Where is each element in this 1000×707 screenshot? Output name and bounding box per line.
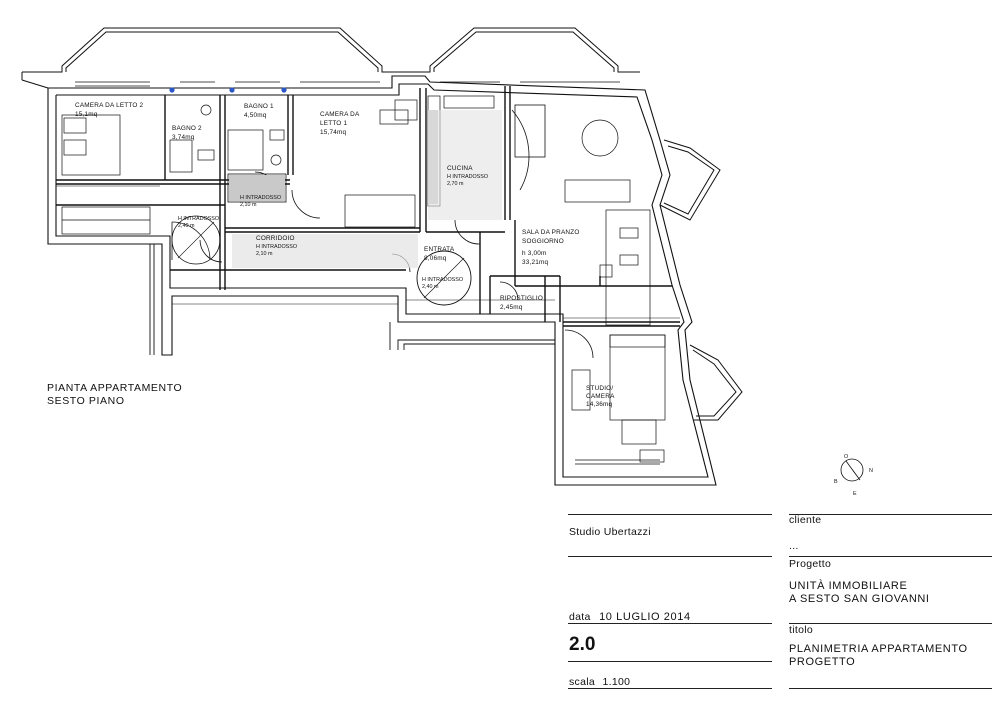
- rule: [568, 623, 772, 624]
- north-compass: O N B E: [834, 454, 873, 497]
- disimpegno-b-hval: 2,10 m: [240, 202, 257, 208]
- room-camera-letto-2-area: 15,1mq: [75, 111, 98, 118]
- compass-letter-b: B: [834, 479, 838, 485]
- entry-turning-circle: [416, 250, 472, 306]
- room-ripostiglio-area: 2,45mq: [500, 304, 523, 311]
- room-corridoio-name: CORRIDOIO: [256, 235, 295, 242]
- room-cucina-hval: 2,70 m: [447, 181, 464, 187]
- room-labels: CAMERA DA LETTO 2 15,1mq BAGNO 2 3,74mq …: [75, 102, 615, 408]
- rule: [789, 623, 992, 624]
- date-label: data: [569, 611, 591, 623]
- title-line-1: PLANIMETRIA APPARTAMENTO: [789, 643, 968, 655]
- room-camera-letto-1-name-l1: CAMERA DA: [320, 111, 360, 118]
- client-value: ...: [789, 540, 799, 552]
- room-soggiorno-name-l2: SOGGIORNO: [522, 238, 564, 245]
- room-cucina-h: H INTRADOSSO: [447, 174, 488, 180]
- rule: [568, 688, 772, 689]
- title-line-2: PROGETTO: [789, 656, 856, 668]
- room-entrata-h: H INTRADOSSO: [422, 277, 463, 283]
- bay-windows: [659, 139, 743, 421]
- floor-tiling: [232, 110, 502, 268]
- project-line-1: UNITÀ IMMOBILIARE: [789, 580, 908, 592]
- room-ripostiglio-name: RIPOSTIGLIO: [500, 295, 543, 302]
- room-bagno-2-name: BAGNO 2: [172, 125, 202, 132]
- room-camera-letto-1-name-l2: LETTO 1: [320, 120, 347, 127]
- dimension-lines: [56, 185, 680, 319]
- room-camera-letto-1-area: 15,74mq: [320, 129, 347, 136]
- room-soggiorno-area: 33,21mq: [522, 259, 549, 266]
- room-camera-letto-2-name: CAMERA DA LETTO 2: [75, 102, 144, 109]
- rule: [568, 556, 772, 557]
- rule: [789, 556, 992, 557]
- scale-label: scala: [569, 676, 596, 688]
- room-entrata-area: 8,06mq: [424, 255, 447, 262]
- roof-outline: [21, 27, 640, 89]
- room-corridoio-h: H INTRADOSSO: [256, 244, 297, 250]
- room-bagno-2-area: 3,74mq: [172, 134, 195, 141]
- room-studio-name-l2: CAMERA: [586, 393, 615, 400]
- rule: [568, 514, 772, 515]
- scale-value: 1.100: [602, 676, 631, 688]
- room-entrata-hval: 2,40 m: [422, 284, 439, 290]
- disimpegno-a-hval: 2,40 m: [178, 223, 195, 229]
- rule: [568, 661, 772, 662]
- caption-line-2: SESTO PIANO: [47, 395, 125, 407]
- room-cucina-name: CUCINA: [447, 165, 473, 172]
- room-studio-name-l1: STUDIO/: [586, 385, 613, 392]
- date-row: data 10 LUGLIO 2014: [569, 607, 691, 625]
- drain-markers: [169, 87, 287, 93]
- date-value: 10 LUGLIO 2014: [599, 611, 691, 623]
- caption-line-1: PIANTA APPARTAMENTO: [47, 382, 183, 394]
- revision-number: 2.0: [569, 634, 596, 655]
- disimpegno-b-h: H INTRADOSSO: [240, 195, 281, 201]
- furniture: [61, 95, 666, 463]
- exterior-walls: [47, 75, 717, 486]
- rule: [789, 688, 992, 689]
- studio-name: Studio Ubertazzi: [569, 526, 651, 538]
- scale-row: scala 1.100: [569, 672, 630, 690]
- room-soggiorno-name-l1: SALA DA PRANZO: [522, 229, 580, 236]
- room-bagno-1-name: BAGNO 1: [244, 103, 274, 110]
- corridor-turning-circle: [171, 215, 221, 265]
- room-entrata-name: ENTRATA: [424, 246, 455, 253]
- room-studio-area: 14,36mq: [586, 401, 613, 408]
- stair-ramp: [149, 244, 555, 355]
- client-label: cliente: [789, 514, 822, 526]
- project-line-2: A SESTO SAN GIOVANNI: [789, 593, 930, 605]
- compass-letter-e: E: [853, 491, 857, 497]
- project-label: Progetto: [789, 558, 832, 570]
- title-label: titolo: [789, 624, 813, 636]
- facade-windows: [75, 81, 660, 465]
- room-bagno-1-area: 4,50mq: [244, 112, 267, 119]
- room-soggiorno-h: h 3,00m: [522, 250, 547, 257]
- plan-caption: PIANTA APPARTAMENTO SESTO PIANO: [47, 382, 182, 408]
- compass-letter-o: O: [844, 454, 848, 460]
- room-corridoio-hval: 2,10 m: [256, 251, 273, 257]
- disimpegno-a-h: H INTRADOSSO: [178, 216, 219, 222]
- rule: [789, 514, 992, 515]
- compass-letter-n: N: [869, 468, 873, 474]
